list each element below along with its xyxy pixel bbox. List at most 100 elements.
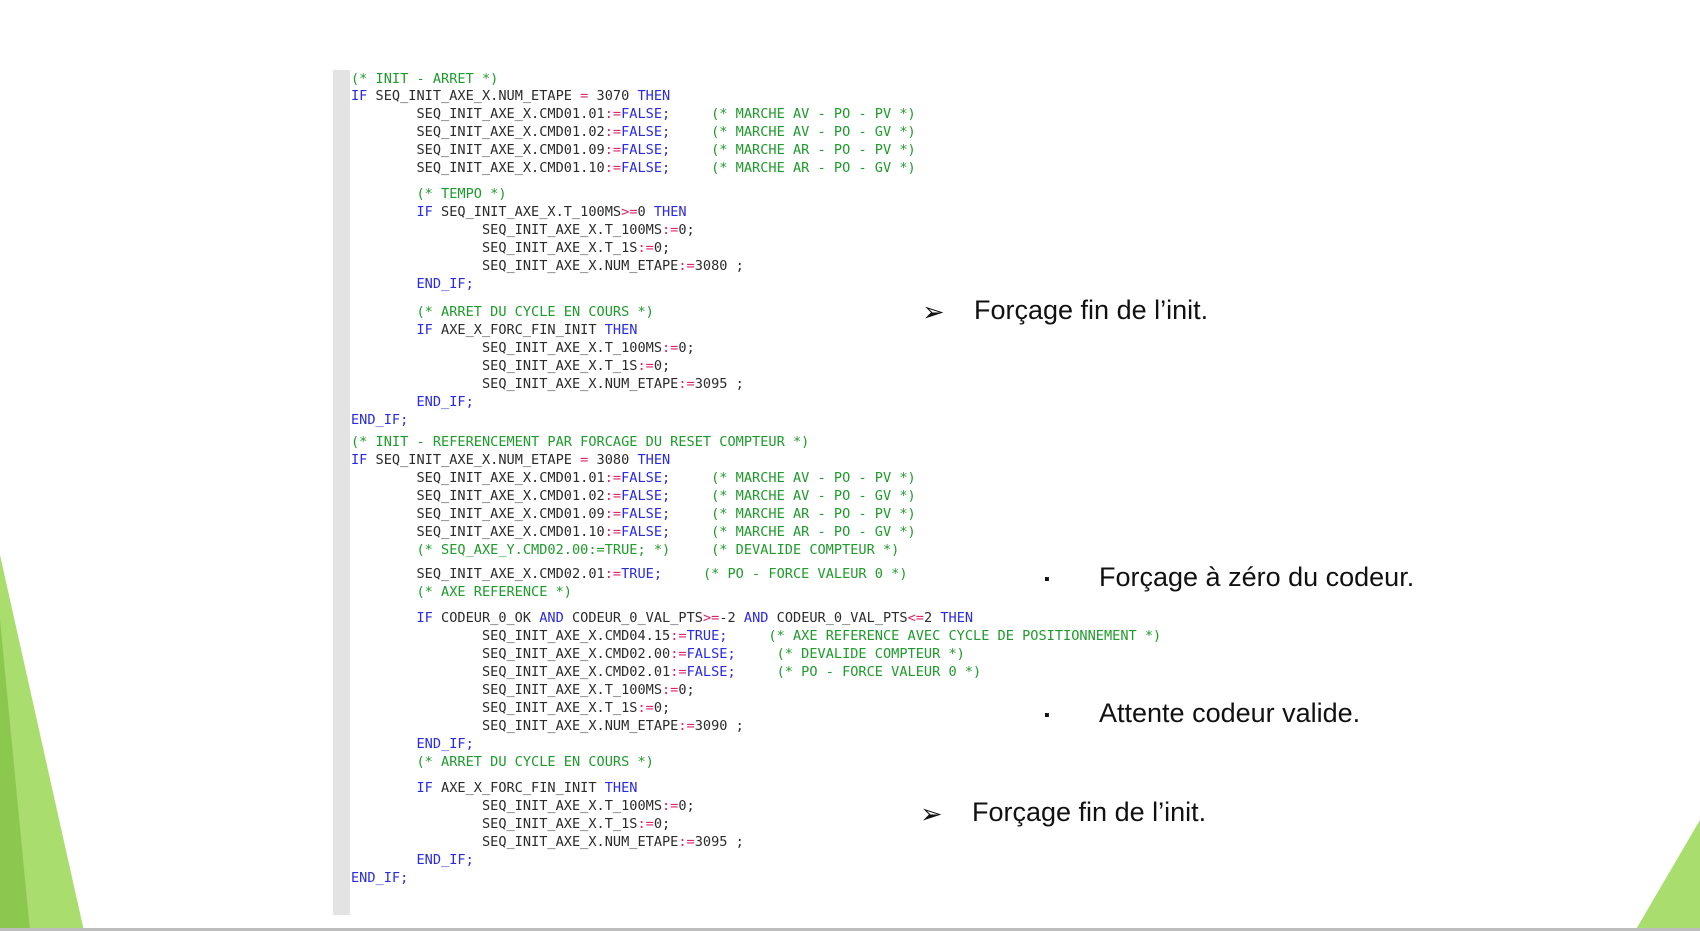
code-token	[736, 646, 777, 662]
code-line: SEQ_INIT_AXE_X.T_100MS:=0;	[351, 339, 695, 357]
code-token: FALSE;	[621, 124, 671, 140]
arrow-bullet-icon: ➢	[922, 297, 945, 327]
left-green-triangle	[0, 555, 84, 931]
code-token: 0;	[653, 816, 671, 832]
code-line: (* TEMPO *)	[351, 185, 507, 203]
code-token: 0;	[678, 682, 695, 698]
annotation-text: Attente codeur valide.	[1099, 698, 1361, 728]
code-line: SEQ_INIT_AXE_X.CMD01.09:=FALSE; (* MARCH…	[351, 505, 915, 523]
code-token: SEQ_INIT_AXE_X.CMD02.01	[351, 566, 605, 582]
code-token: FALSE;	[621, 142, 671, 158]
code-line: SEQ_INIT_AXE_X.CMD04.15:=TRUE; (* AXE RE…	[351, 627, 1161, 645]
code-token: FALSE;	[621, 506, 671, 522]
code-token: 3080 ;	[694, 258, 744, 274]
code-token: 0;	[678, 798, 695, 814]
code-token: CODEUR_0_VAL_PTS	[768, 610, 908, 626]
code-token: CODEUR_0_OK	[432, 610, 540, 626]
code-token: IF	[351, 88, 368, 104]
code-token: FALSE;	[621, 106, 671, 122]
code-line: SEQ_INIT_AXE_X.CMD01.02:=FALSE; (* MARCH…	[351, 487, 915, 505]
code-token: AXE_X_FORC_FIN_INIT	[432, 322, 605, 338]
right-green-triangle	[1635, 820, 1700, 931]
code-token: :=	[637, 240, 654, 256]
arrow-bullet-icon: ➢	[920, 799, 943, 829]
code-token: =	[580, 88, 589, 104]
code-token: :=	[604, 142, 622, 158]
code-token: SEQ_INIT_AXE_X.CMD01.09	[351, 142, 605, 158]
code-token: :=	[604, 524, 622, 540]
code-token	[670, 470, 711, 486]
code-token: :=	[604, 566, 622, 582]
code-token	[670, 488, 711, 504]
code-token: IF	[351, 204, 433, 220]
code-token: =	[580, 452, 589, 468]
code-token: SEQ_INIT_AXE_X.NUM_ETAPE	[351, 834, 679, 850]
code-token: SEQ_INIT_AXE_X.T_100MS	[351, 340, 662, 356]
code-token: END_IF;	[351, 412, 409, 428]
code-token: (* AXE REFERENCE *)	[351, 584, 572, 600]
code-line: SEQ_INIT_AXE_X.CMD02.01:=TRUE; (* PO - F…	[351, 565, 907, 583]
code-token: SEQ_INIT_AXE_X.NUM_ETAPE	[367, 452, 581, 468]
code-token	[670, 124, 711, 140]
code-token: SEQ_INIT_AXE_X.CMD01.01	[351, 106, 605, 122]
code-token	[670, 542, 711, 558]
code-token: (* ARRET DU CYCLE EN COURS *)	[351, 754, 654, 770]
code-token: (* MARCHE AR - PO - PV *)	[711, 142, 916, 158]
code-token: 0;	[653, 240, 671, 256]
code-line: IF SEQ_INIT_AXE_X.T_100MS>=0 THEN	[351, 203, 686, 221]
code-token: IF	[351, 322, 433, 338]
code-token: FALSE;	[621, 524, 671, 540]
code-line: IF SEQ_INIT_AXE_X.NUM_ETAPE = 3070 THEN	[351, 87, 670, 105]
code-token: :=	[662, 798, 679, 814]
code-line: SEQ_INIT_AXE_X.T_100MS:=0;	[351, 797, 695, 815]
code-token: SEQ_INIT_AXE_X.T_100MS	[351, 682, 662, 698]
code-token: :=	[670, 646, 687, 662]
code-token: THEN	[637, 452, 671, 468]
code-token: :=	[637, 358, 654, 374]
code-token	[662, 566, 703, 582]
code-token: :=	[670, 628, 687, 644]
code-line: SEQ_INIT_AXE_X.CMD02.01:=FALSE; (* PO - …	[351, 663, 981, 681]
code-line: SEQ_INIT_AXE_X.CMD01.10:=FALSE; (* MARCH…	[351, 159, 915, 177]
code-token: (* MARCHE AV - PO - GV *)	[711, 124, 916, 140]
code-token: FALSE;	[686, 664, 736, 680]
code-line: SEQ_INIT_AXE_X.T_1S:=0;	[351, 815, 670, 833]
code-token: SEQ_INIT_AXE_X.CMD01.09	[351, 506, 605, 522]
code-token: THEN	[604, 322, 638, 338]
code-token: SEQ_INIT_AXE_X.CMD02.01	[351, 664, 671, 680]
code-token: END_IF;	[351, 394, 474, 410]
code-token: 0;	[678, 222, 695, 238]
code-token: IF	[351, 780, 433, 796]
code-token	[736, 664, 777, 680]
code-line: END_IF;	[351, 275, 473, 293]
code-token: 0;	[653, 700, 671, 716]
code-token: (* TEMPO *)	[351, 186, 507, 202]
code-line: (* ARRET DU CYCLE EN COURS *)	[351, 303, 653, 321]
code-token: :=	[604, 470, 622, 486]
code-token: :=	[604, 488, 622, 504]
code-line: (* INIT - REFERENCEMENT PAR FORCAGE DU R…	[351, 433, 809, 451]
code-token: (* SEQ_AXE_Y.CMD02.00:=TRUE; *)	[351, 542, 671, 558]
code-token: 0;	[678, 340, 695, 356]
code-token	[670, 142, 711, 158]
code-token: SEQ_INIT_AXE_X.T_1S	[351, 700, 638, 716]
code-line: END_IF;	[351, 869, 408, 887]
annotation-text: Forçage fin de l’init.	[974, 295, 1209, 325]
code-token: IF	[351, 452, 368, 468]
code-token: END_IF;	[351, 736, 474, 752]
code-token: SEQ_INIT_AXE_X.T_1S	[351, 358, 638, 374]
code-token: 2	[923, 610, 941, 626]
code-token: SEQ_INIT_AXE_X.T_100MS	[432, 204, 622, 220]
code-token: (* MARCHE AV - PO - PV *)	[711, 470, 916, 486]
code-line: SEQ_INIT_AXE_X.T_100MS:=0;	[351, 221, 695, 239]
code-token: :=	[662, 682, 679, 698]
code-token	[670, 106, 711, 122]
code-line: END_IF;	[351, 411, 408, 429]
code-token: :=	[637, 700, 654, 716]
code-token: FALSE;	[621, 470, 671, 486]
code-token: :=	[604, 506, 622, 522]
annotation-text: Forçage fin de l’init.	[972, 797, 1207, 827]
code-token: (* INIT - REFERENCEMENT PAR FORCAGE DU R…	[351, 434, 810, 450]
code-token: AXE_X_FORC_FIN_INIT	[432, 780, 605, 796]
